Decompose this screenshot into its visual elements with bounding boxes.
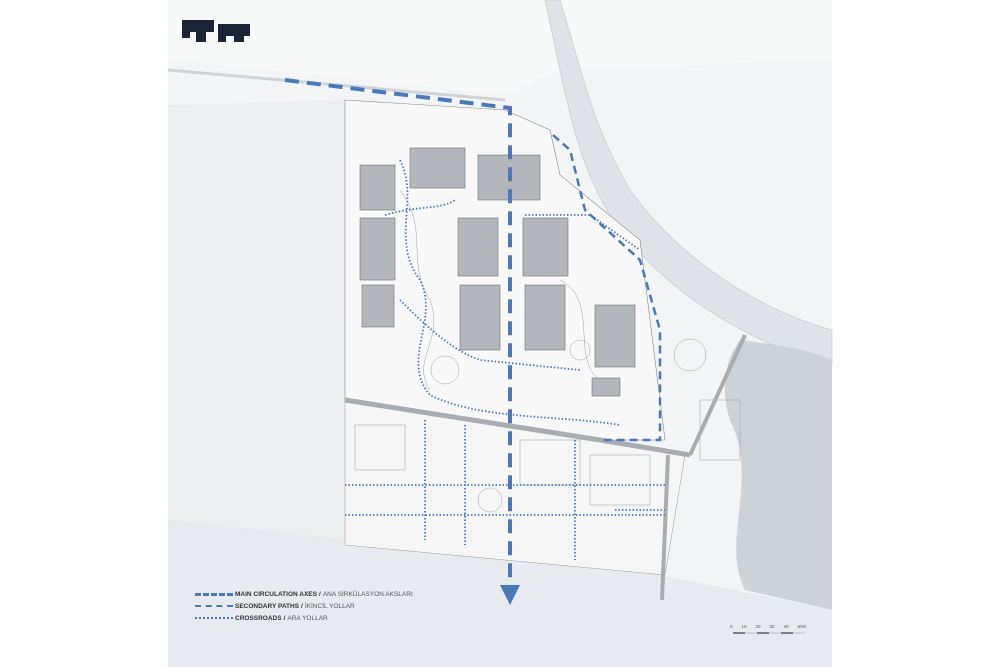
legend-separator: / xyxy=(301,602,303,610)
logo xyxy=(182,20,250,42)
dot-swatch-icon xyxy=(195,617,233,619)
coast-band xyxy=(168,520,832,667)
scale-labels: 0 10 20 30 40 50m xyxy=(730,624,806,629)
legend-title: MAIN CIRCULATION AXES xyxy=(235,590,317,598)
main-circulation-axis xyxy=(284,78,512,585)
legend-title: CROSSROADS xyxy=(235,614,282,622)
scale-bar xyxy=(733,632,805,634)
legend-item-crossroads: CROSSROADS / ARA YOLLAR xyxy=(195,612,413,624)
scale-tick: 50m xyxy=(797,624,807,629)
secondary-path xyxy=(552,134,662,442)
legend-title: SECONDARY PATHS xyxy=(235,602,300,610)
crossroads-paths xyxy=(345,159,665,560)
scale-tick: 20 xyxy=(755,624,761,629)
legend-item-main-axes: MAIN CIRCULATION AXES / ANA SİRKÜLASYON … xyxy=(195,588,413,600)
legend-separator: / xyxy=(283,614,286,622)
scale-tick: 10 xyxy=(741,624,747,629)
legend-subtitle: ANA SİRKÜLASYON AKSLARI xyxy=(322,590,413,598)
landscape-texture xyxy=(354,189,741,513)
scale-tick: 0 xyxy=(730,624,733,629)
legend-subtitle: ARA YOLLAR xyxy=(287,614,328,622)
legend-separator: / xyxy=(318,590,321,598)
west-field xyxy=(168,100,345,540)
water-body xyxy=(724,340,832,610)
thick-dash-swatch-icon xyxy=(195,592,233,596)
scale-tick: 40 xyxy=(783,624,789,629)
legend-subtitle: İKİNCİL YOLLAR xyxy=(304,602,355,610)
axis-arrow-icon xyxy=(500,585,520,605)
legend: MAIN CIRCULATION AXES / ANA SİRKÜLASYON … xyxy=(195,588,413,624)
dash-swatch-icon xyxy=(195,605,233,607)
legend-item-secondary-paths: SECONDARY PATHS / İKİNCİL YOLLAR xyxy=(195,600,413,612)
buildings xyxy=(359,147,636,397)
scale-tick: 30 xyxy=(769,624,775,629)
north-field xyxy=(168,0,832,95)
